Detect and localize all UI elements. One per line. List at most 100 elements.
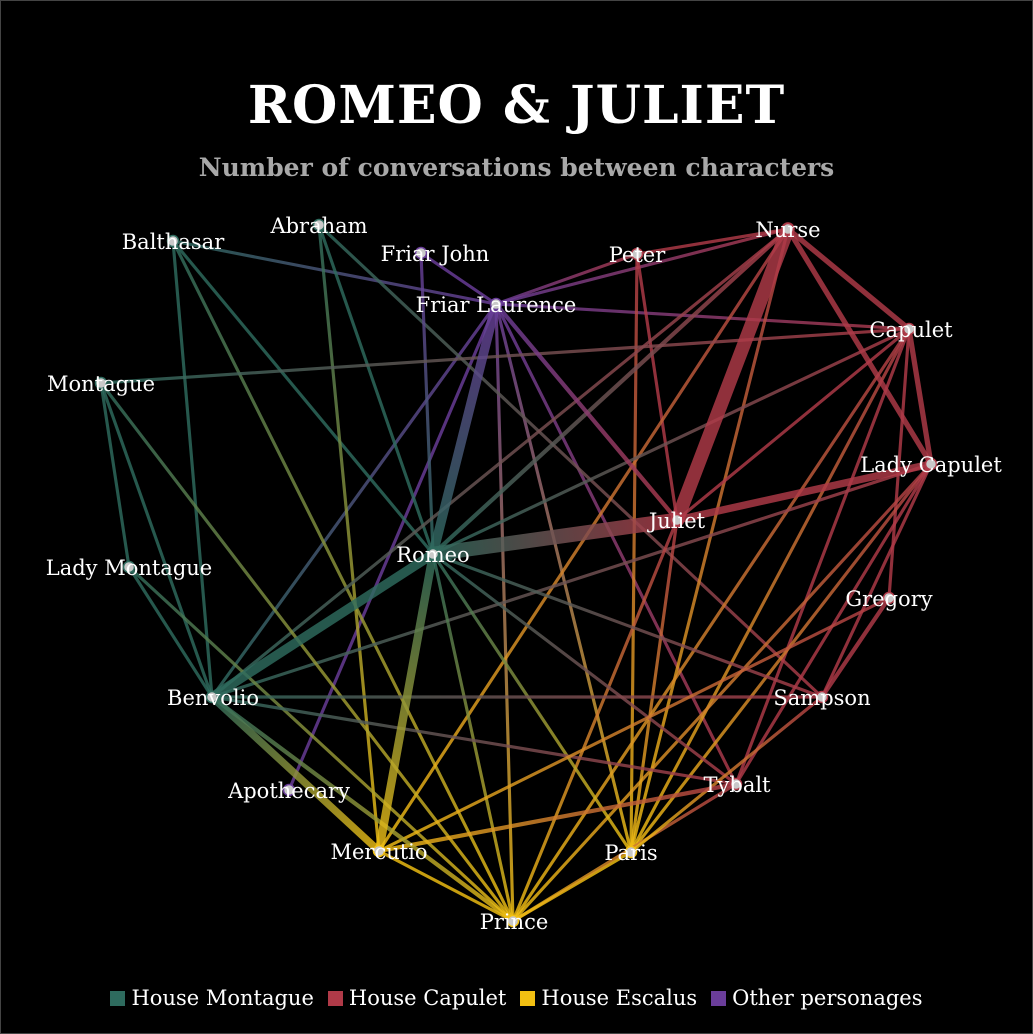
edge-romeo-friar_laurence <box>428 299 501 559</box>
node-tybalt[interactable] <box>729 777 743 791</box>
node-friar-laurence[interactable] <box>489 297 503 311</box>
legend-swatch-other <box>711 990 727 1006</box>
edge-friar_laurence-peter <box>494 252 639 306</box>
node-sampson[interactable] <box>815 690 829 704</box>
edge-friar_laurence-apothecary <box>287 302 498 792</box>
node-label-friar-john: Friar John <box>381 242 490 266</box>
edge-peter-juliet <box>635 252 679 522</box>
edge-montague-lady_montague <box>99 381 131 569</box>
edge-capulet-gregory <box>887 327 911 600</box>
node-label-romeo: Romeo <box>396 543 469 567</box>
edge-tybalt-prince <box>511 782 738 923</box>
edge-juliet-lady_capulet <box>673 460 935 524</box>
node-label-capulet: Capulet <box>869 318 953 342</box>
edge-capulet-tybalt <box>734 327 911 786</box>
node-abraham[interactable] <box>312 218 326 232</box>
nodes-layer <box>94 218 938 928</box>
edge-capulet-montague <box>99 327 911 385</box>
node-juliet[interactable] <box>670 513 684 527</box>
edge-friar_laurence-prince <box>494 302 515 923</box>
node-label-sampson: Sampson <box>773 686 870 710</box>
node-lady-capulet[interactable] <box>924 457 938 471</box>
legend-swatch-montague <box>110 990 126 1006</box>
edge-romeo-nurse <box>430 226 791 557</box>
legend-label-montague: House Montague <box>131 986 314 1010</box>
node-label-juliet: Juliet <box>647 509 706 533</box>
edge-friar_laurence-tybalt <box>494 302 738 786</box>
node-label-peter: Peter <box>609 243 666 267</box>
edge-lady_montague-prince <box>127 565 515 923</box>
node-romeo[interactable] <box>426 547 440 561</box>
edge-friar_laurence-friar_john <box>419 251 498 306</box>
edge-lady_capulet-paris <box>629 462 933 854</box>
node-label-tybalt: Tybalt <box>704 773 772 797</box>
edge-nurse-juliet <box>670 222 795 527</box>
edge-friar_john-romeo <box>419 251 435 556</box>
node-peter[interactable] <box>630 247 644 261</box>
edge-balthasar-romeo <box>171 239 435 556</box>
edge-capulet-paris <box>629 327 911 854</box>
edge-juliet-friar_laurence <box>493 301 680 523</box>
edge-peter-nurse <box>635 227 790 256</box>
node-gregory[interactable] <box>882 591 896 605</box>
node-label-gregory: Gregory <box>845 587 932 611</box>
legend: House Montague House Capulet House Escalus… <box>1 986 1032 1010</box>
legend-swatch-escalus <box>520 990 536 1006</box>
node-label-lady-montague: Lady Montague <box>46 556 212 580</box>
node-lady-montague[interactable] <box>122 560 136 574</box>
chart-title: ROMEO & JULIET <box>247 75 786 136</box>
node-friar-john[interactable] <box>414 246 428 260</box>
edge-benvolio-prince <box>209 694 516 924</box>
edge-capulet-prince <box>511 327 911 923</box>
edge-lady_montague-benvolio <box>127 565 214 699</box>
edge-abraham-romeo <box>317 223 435 556</box>
legend-label-escalus: House Escalus <box>541 986 698 1010</box>
edge-friar_laurence-benvolio <box>210 302 498 699</box>
edge-benvolio-mercutio <box>208 693 383 855</box>
legend-item-escalus: House Escalus <box>520 986 697 1010</box>
edge-mercutio-tybalt <box>376 781 739 854</box>
node-label-montague: Montague <box>47 372 155 396</box>
node-label-mercutio: Mercutio <box>330 840 427 864</box>
node-apothecary[interactable] <box>282 783 296 797</box>
node-capulet[interactable] <box>902 322 916 336</box>
edge-romeo-prince <box>431 552 515 923</box>
edge-gregory-mercutio <box>377 596 891 853</box>
edge-lady_capulet-sampson <box>820 462 933 699</box>
node-label-balthasar: Balthasar <box>122 230 225 254</box>
edge-romeo-mercutio <box>374 549 438 856</box>
legend-label-capulet: House Capulet <box>348 986 507 1010</box>
edge-lady_capulet-prince <box>511 462 933 923</box>
edge-juliet-prince <box>511 518 679 923</box>
edge-balthasar-prince <box>171 239 515 923</box>
node-benvolio[interactable] <box>205 690 219 704</box>
node-mercutio[interactable] <box>372 844 386 858</box>
edge-friar_laurence-nurse <box>494 227 790 306</box>
edge-lady_capulet-benvolio <box>210 462 933 699</box>
edge-friar_laurence-capulet <box>494 302 911 331</box>
edge-friar_laurence-paris <box>494 302 633 854</box>
edge-abraham-sampson <box>317 223 824 699</box>
node-label-abraham: Abraham <box>269 214 367 238</box>
edge-mercutio-prince <box>377 849 515 923</box>
node-label-prince: Prince <box>480 910 549 934</box>
node-paris[interactable] <box>624 845 638 859</box>
node-montague[interactable] <box>94 376 108 390</box>
edge-nurse-benvolio <box>210 227 790 699</box>
legend-item-montague: House Montague <box>110 986 314 1010</box>
node-label-nurse: Nurse <box>755 218 820 242</box>
edge-balthasar-benvolio <box>171 239 214 699</box>
edge-sampson-paris <box>629 695 824 854</box>
edge-nurse-lady_capulet <box>785 226 934 467</box>
node-nurse[interactable] <box>781 222 795 236</box>
edges-layer <box>99 222 935 924</box>
node-balthasar[interactable] <box>166 234 180 248</box>
node-prince[interactable] <box>506 914 520 928</box>
node-label-benvolio: Benvolio <box>167 686 259 710</box>
node-label-friar-laurence: Friar Laurence <box>416 293 577 317</box>
node-label-paris: Paris <box>604 841 657 865</box>
edge-juliet-paris <box>629 518 679 854</box>
